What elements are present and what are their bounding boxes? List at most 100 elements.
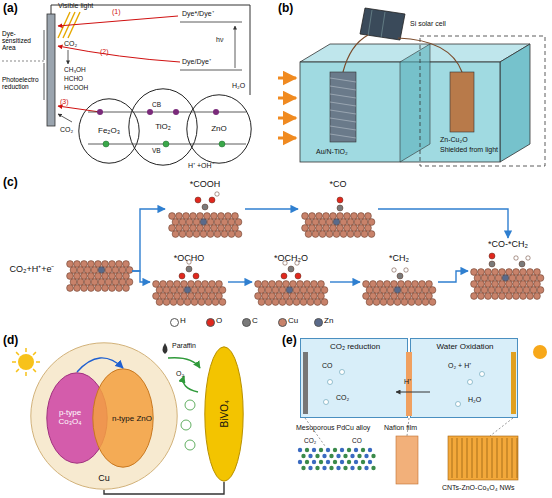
node-text-box: *OCH₂O [252,252,330,266]
node-label: ZnO [211,125,227,134]
text-label: Visible light [58,2,93,10]
atom [387,287,394,294]
atom [102,261,109,268]
atom [318,293,325,300]
electrode [47,14,55,126]
node-text-box: BiVO₄ [204,346,244,482]
atom [347,231,354,238]
atom [377,281,384,288]
atom [81,285,88,292]
atom [391,293,398,300]
atom [202,281,209,288]
radical-circle [185,400,195,410]
atom [304,281,311,288]
text-label: CB [152,101,161,108]
atom [337,213,344,220]
atom [323,213,330,220]
atom [405,281,412,288]
atom [516,287,523,294]
paraffin-drop [163,343,168,354]
alloy-atom [312,448,316,452]
alloy-atom [326,448,330,452]
node-label: *CO-*CH₂ [488,240,528,250]
atom [167,281,174,288]
outline-shape [31,343,177,489]
atom [228,231,235,238]
atom [309,225,316,232]
atom [218,213,225,220]
alloy-atom [340,460,344,464]
alloy-atom [308,454,312,458]
atom [405,293,412,300]
atom [526,256,530,260]
atom [307,299,314,306]
atom [415,287,422,294]
text-label: Nafion film [384,424,417,432]
atom [404,268,408,272]
atom [380,287,387,294]
atom [534,293,541,300]
nanowire [492,438,493,478]
connector [245,208,298,209]
atom [232,213,239,220]
atom [204,225,211,232]
atom [340,231,347,238]
text-label: Dye-sensitized Area [2,30,44,51]
atom [286,287,293,294]
atom [293,287,300,294]
light-arrow [278,117,296,120]
atom [485,281,492,288]
atom [330,225,337,232]
text-label: H⁺ +OH⁻ [188,162,214,170]
atom [197,225,204,232]
node-label: Water Oxidation [436,343,493,352]
atom [67,261,74,268]
atom [195,281,202,288]
sun-ray [25,348,27,352]
atom [163,287,170,294]
atom [312,231,319,238]
alloy-atom [347,448,351,452]
bubble [468,380,473,385]
panel-letter: (c) [3,176,18,189]
cycle-arrow [183,376,198,392]
atom [202,204,208,210]
text-label: Zn-Cu₂O [440,136,468,144]
alloy-atom [312,460,316,464]
alloy-atom [333,460,337,464]
atom [412,281,419,288]
atom [506,281,513,288]
atom [520,281,527,288]
atom [492,293,499,300]
text-label: Mesoporous PdCu alloy [296,424,370,432]
atom [279,299,286,306]
atom [67,273,74,280]
atom [207,231,214,238]
atom [153,293,160,300]
atom [415,299,422,306]
mesh-line [330,102,356,106]
atom [163,299,170,306]
atom [305,219,312,226]
panel-letter: (b) [278,2,293,15]
hole [103,141,109,147]
atom [272,299,279,306]
atom [160,293,167,300]
atom [363,293,370,300]
atom [77,279,84,286]
mesh-line [330,86,356,90]
energy-level [180,70,242,71]
atom [119,279,126,286]
electron [213,109,219,115]
atom [177,287,184,294]
atom [290,281,297,288]
nanowire [457,438,458,478]
light-arrow [278,97,296,100]
alloy-atom [319,448,323,452]
atom [102,285,109,292]
atom [509,287,516,294]
atom [506,269,513,276]
atom [70,279,77,286]
text-label: O₂ + H⁺ [448,362,471,370]
